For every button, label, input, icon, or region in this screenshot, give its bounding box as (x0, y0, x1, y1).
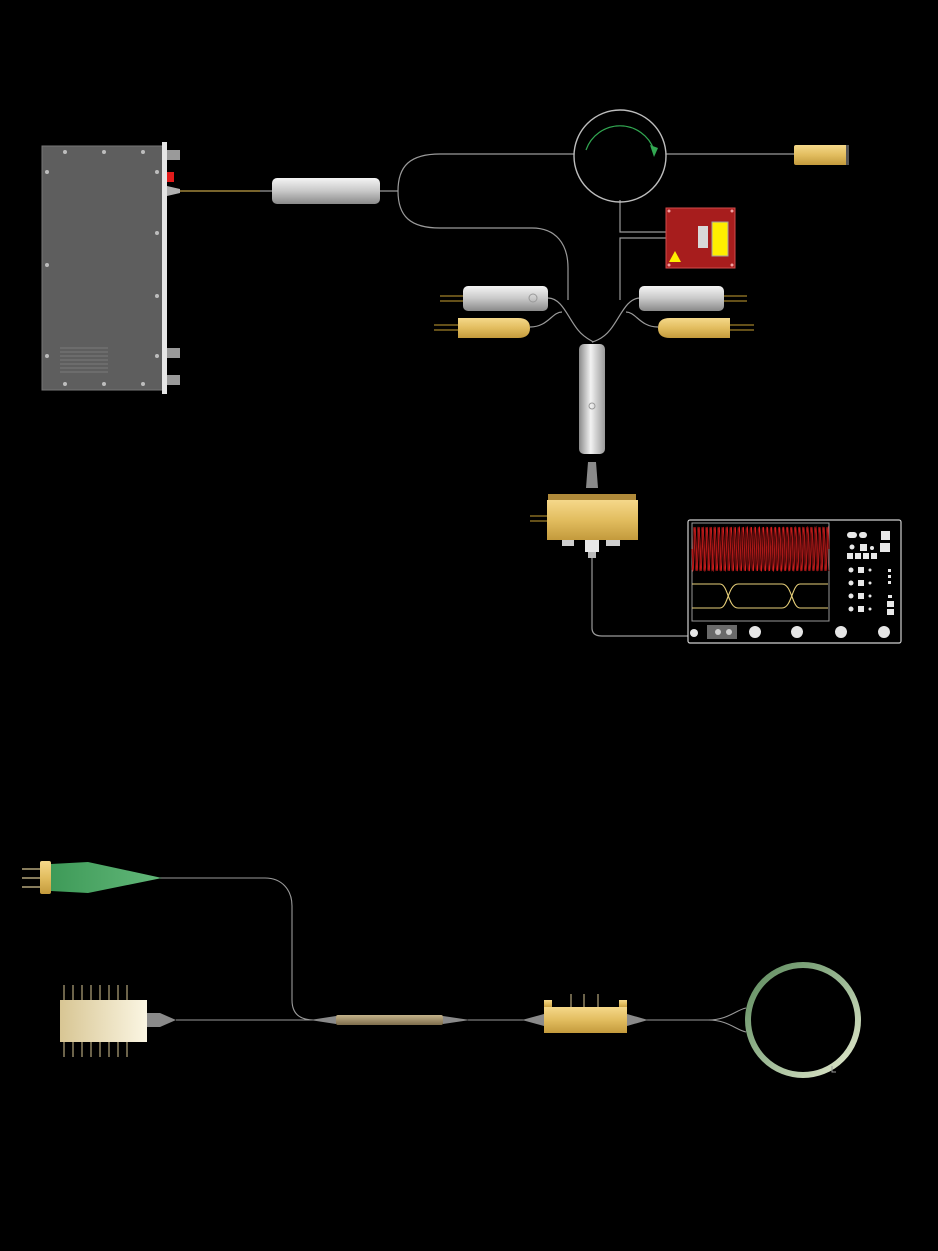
fiber-right-branch (591, 297, 641, 343)
scope-connector-block (707, 625, 737, 639)
fiber-circulator-to-laser (619, 200, 666, 233)
fiber-loop-to-circulator (397, 153, 574, 192)
oscilloscope[interactable] (687, 519, 902, 644)
scope-trace-red (691, 525, 830, 573)
optical-circulator[interactable] (573, 109, 667, 203)
fiber-right-branch-2 (625, 311, 659, 328)
lower-fibers (160, 877, 747, 1033)
circulator-arrow-icon (585, 125, 655, 151)
fiber-left-branch-2 (529, 311, 563, 328)
green-pigtail-launcher[interactable] (22, 861, 162, 894)
gold-termination-top-right[interactable] (794, 145, 848, 165)
right-silver-module[interactable] (639, 286, 747, 311)
fiber-combiner[interactable] (310, 1015, 470, 1025)
right-gold-module[interactable] (658, 318, 754, 338)
gold-inline-module[interactable] (522, 994, 648, 1033)
fiber-launcher-to-combiner (160, 877, 315, 1021)
fiber-detector-to-scope (591, 556, 688, 637)
upper-fibers (180, 153, 794, 637)
scope-trace-yellow (692, 583, 828, 609)
laser-yellow-panel (711, 221, 729, 257)
rack-unit[interactable] (41, 142, 180, 394)
photodetector[interactable] (530, 494, 638, 558)
scope-knobs (749, 626, 890, 638)
vertical-silver-coupler[interactable] (579, 344, 605, 488)
scope-trace-red-echo (691, 526, 830, 572)
butterfly-laser[interactable] (60, 985, 176, 1057)
fiber-module-to-coil (646, 1007, 747, 1021)
rack-vent-grille (60, 347, 108, 373)
scope-input-port (690, 629, 698, 637)
upper-silver-module[interactable] (272, 178, 380, 204)
laser-hazard-icon (669, 251, 681, 262)
fiber-module-to-coil-2 (707, 1019, 747, 1033)
rack-status-led (167, 172, 174, 182)
scope-control-panel (847, 531, 894, 615)
fiber-laser-to-right (619, 237, 666, 300)
termination-end-cap (846, 145, 849, 165)
left-gold-module[interactable] (434, 318, 530, 338)
laser-window (698, 226, 708, 248)
left-silver-module[interactable] (440, 286, 548, 311)
fiber-loop-to-lower (397, 190, 569, 300)
fiber-coil[interactable] (745, 962, 861, 1078)
red-laser-module[interactable] (665, 207, 736, 269)
circulator-arrowhead-icon (650, 145, 658, 157)
rack-screws (45, 150, 159, 386)
fiber-left-branch (547, 297, 594, 343)
rack-fiber-port (167, 186, 180, 196)
